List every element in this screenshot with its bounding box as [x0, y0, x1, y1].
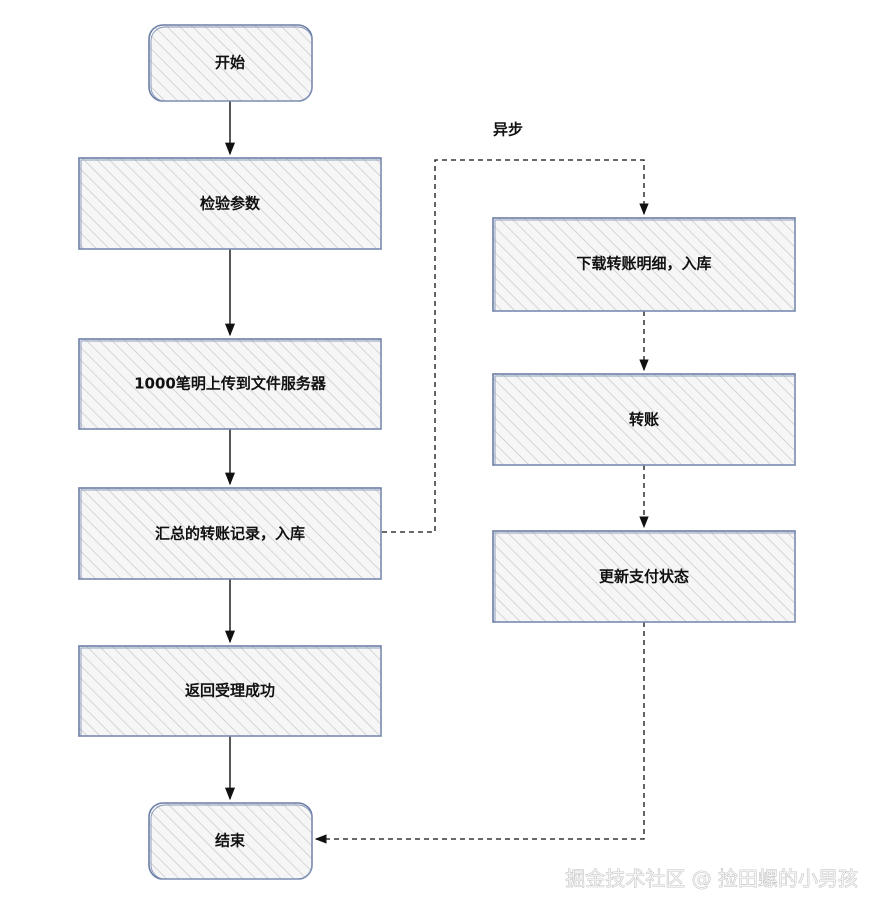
node-update-status: 更新支付状态 — [492, 530, 796, 623]
edge-summarize-to-download-async — [382, 159, 649, 533]
node-upload-label: 1000笔明上传到文件服务器 — [134, 375, 327, 393]
edges-dashed — [314, 159, 649, 844]
node-download: 下载转账明细，入库 — [492, 217, 796, 312]
node-summarize: 汇总的转账记录，入库 — [78, 487, 382, 580]
node-return-ok: 返回受理成功 — [78, 645, 382, 737]
node-validate: 检验参数 — [78, 157, 382, 250]
node-transfer-label: 转账 — [629, 411, 659, 429]
node-summarize-label: 汇总的转账记录，入库 — [155, 525, 305, 543]
node-validate-label: 检验参数 — [200, 195, 261, 213]
node-upload: 1000笔明上传到文件服务器 — [78, 338, 382, 430]
node-transfer: 转账 — [492, 373, 796, 466]
watermark-text: 掘金技术社区 @ 捡田螺的小男孩 — [565, 867, 858, 891]
edge-update-to-end — [314, 622, 645, 844]
node-return-ok-label: 返回受理成功 — [185, 682, 275, 700]
node-start-label: 开始 — [215, 54, 245, 72]
node-end: 结束 — [148, 802, 313, 880]
node-update-status-label: 更新支付状态 — [599, 568, 689, 586]
node-start: 开始 — [148, 24, 313, 102]
node-end-label: 结束 — [215, 832, 246, 850]
node-download-label: 下载转账明细，入库 — [576, 255, 711, 273]
async-label: 异步 — [493, 121, 523, 139]
